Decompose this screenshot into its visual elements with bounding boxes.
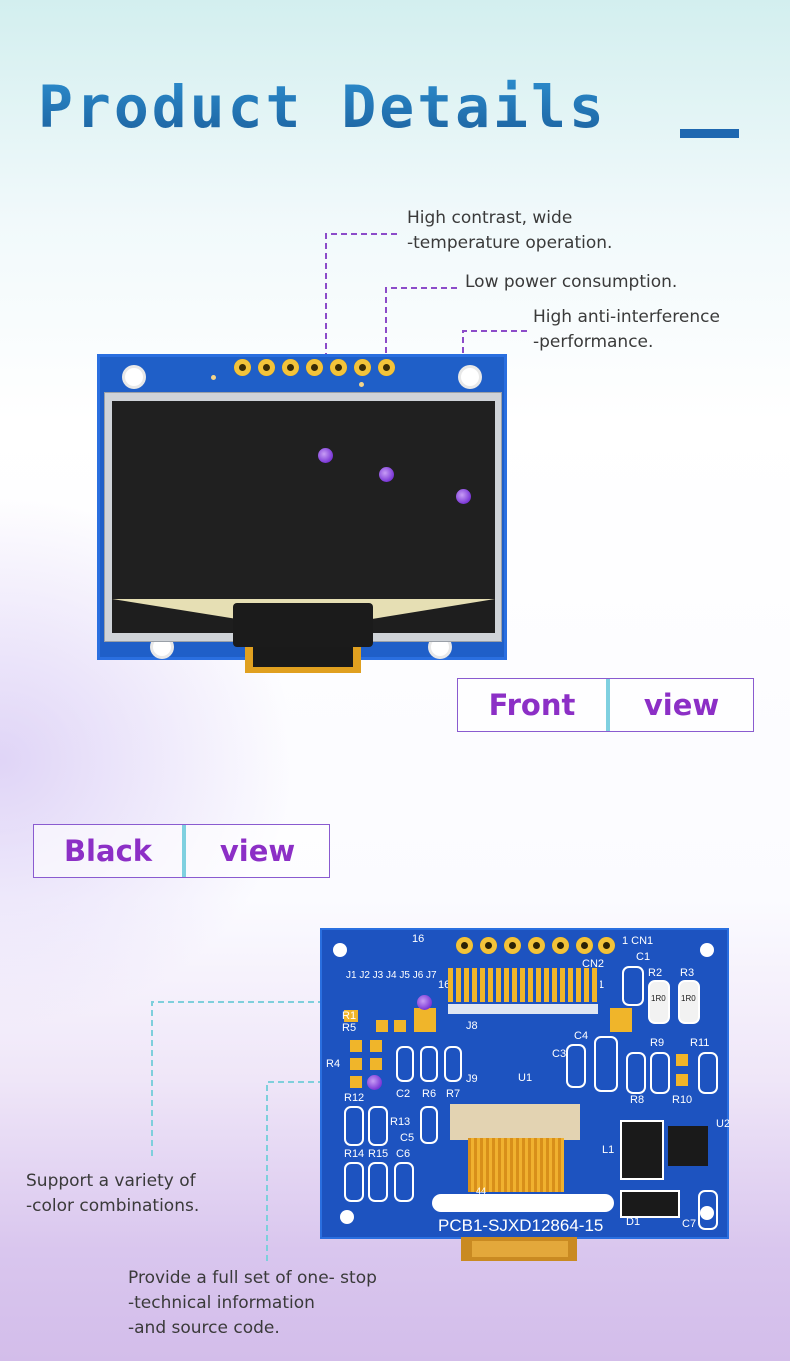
- callout-interference: High anti-interference -performance.: [533, 307, 720, 352]
- callout-contrast: High contrast, wide -temperature operati…: [407, 208, 613, 253]
- callout-power: Low power consumption.: [465, 272, 678, 292]
- callout-pin: [456, 489, 471, 504]
- callout-pin: [318, 448, 333, 463]
- oled-screen: [112, 401, 495, 599]
- oled-back-board: 16 1 CN1 J1 J2 J3 J4 J5 J6 J7 16 CN2 1 C…: [320, 928, 729, 1239]
- callout-pin: [417, 995, 432, 1010]
- oled-front-board: [97, 354, 507, 673]
- callout-pin: [379, 467, 394, 482]
- page-title: Product Details: [38, 73, 607, 141]
- title-accent-bar: [680, 129, 739, 138]
- callout-technical-info: Provide a full set of one- stop -technic…: [128, 1268, 377, 1338]
- callout-color-combinations: Support a variety of -color combinations…: [26, 1171, 200, 1216]
- callout-pin: [367, 1075, 382, 1090]
- back-view-label: Black view: [33, 824, 330, 878]
- front-view-label: Front view: [457, 678, 754, 732]
